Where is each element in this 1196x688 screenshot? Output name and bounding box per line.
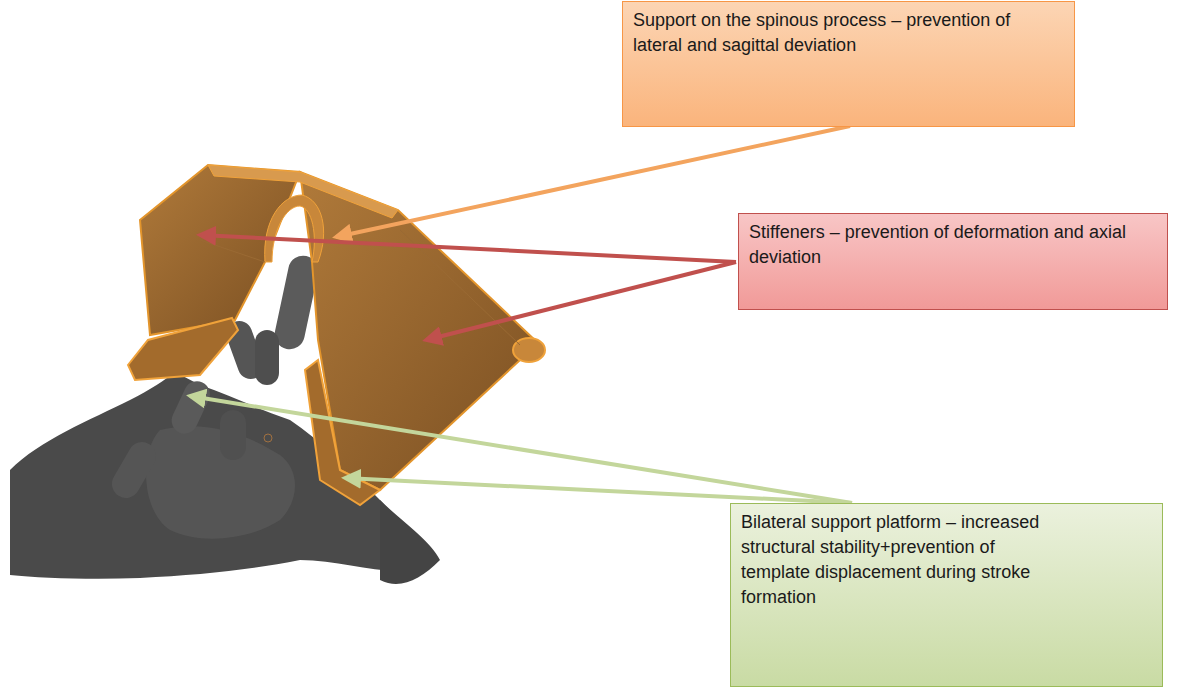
support-platform-left bbox=[128, 318, 238, 380]
template-cylinder bbox=[513, 338, 545, 362]
template-top-edge bbox=[208, 165, 398, 218]
callout-text: Support on the spinous process – prevent… bbox=[633, 8, 1053, 58]
callout-box: Bilateral support platform – increased s… bbox=[730, 503, 1163, 687]
callout-text: Bilateral support platform – increased s… bbox=[741, 510, 1051, 610]
leader-arrow bbox=[200, 235, 736, 262]
articular-process bbox=[255, 330, 279, 385]
spinous-support bbox=[265, 195, 324, 262]
template-edge bbox=[200, 240, 265, 262]
articular-process bbox=[167, 377, 214, 438]
leader-arrow bbox=[345, 478, 852, 503]
callout-text: Stiffeners – prevention of deformation a… bbox=[749, 220, 1149, 270]
leader-arrow bbox=[426, 262, 736, 340]
surgical-template bbox=[128, 165, 545, 505]
stiffener-left bbox=[140, 165, 300, 335]
transverse-process bbox=[107, 437, 161, 503]
articular-process bbox=[220, 410, 246, 460]
pivot-mark bbox=[264, 434, 272, 442]
callout-box: Support on the spinous process – prevent… bbox=[622, 1, 1075, 127]
callout-box: Stiffeners – prevention of deformation a… bbox=[738, 213, 1168, 310]
vertebra-edge bbox=[380, 500, 440, 584]
support-platform-right bbox=[305, 360, 380, 505]
leader-arrow bbox=[190, 396, 852, 503]
